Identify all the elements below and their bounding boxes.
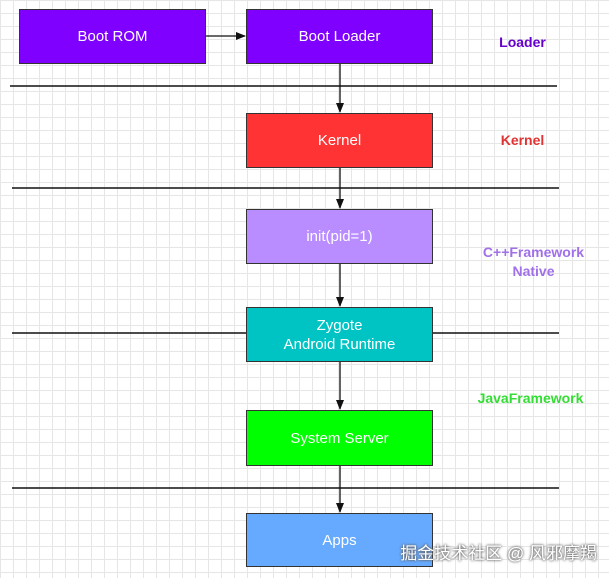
zygote-node: Zygote Android Runtime <box>246 307 433 362</box>
layer-label-loader: Loader <box>499 34 546 50</box>
layer-label-native-text: Native <box>512 263 555 279</box>
watermark-text: 掘金技术社区 @ 风邪摩羯 <box>400 544 597 563</box>
apps-label: Apps <box>322 531 357 549</box>
boot-rom-node: Boot ROM <box>19 9 206 64</box>
init-label: init(pid=1) <box>306 228 373 245</box>
kernel-label: Kernel <box>317 132 362 149</box>
layer-label-cpp-framework: C++Framework <box>482 244 585 260</box>
boot-rom-label: Boot ROM <box>77 28 148 45</box>
init-node: init(pid=1) <box>246 209 433 264</box>
layer-label-java-framework: JavaFramework <box>477 390 584 406</box>
system-server-label: System Server <box>290 429 389 447</box>
layer-label-native: C++Framework Native <box>462 243 605 281</box>
boot-loader-node: Boot Loader <box>246 9 433 64</box>
zygote-label: Zygote <box>316 316 363 334</box>
layer-label-kernel: Kernel <box>500 132 545 148</box>
android-runtime-label: Android Runtime <box>283 335 396 353</box>
kernel-node: Kernel <box>246 113 433 168</box>
apps-node: Apps <box>246 513 433 567</box>
boot-loader-label: Boot Loader <box>298 28 381 45</box>
system-server-node: System Server <box>246 410 433 466</box>
